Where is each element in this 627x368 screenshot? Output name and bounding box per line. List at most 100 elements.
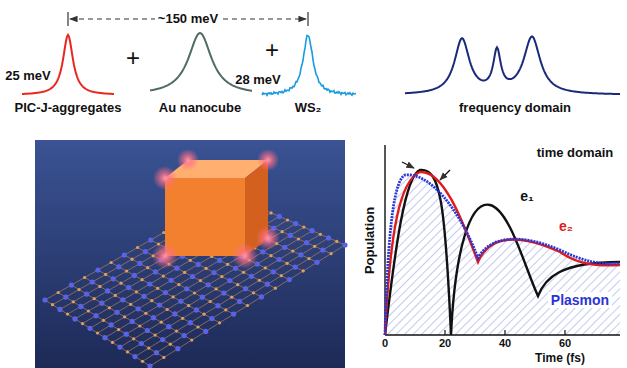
chalcogen-atom (242, 271, 245, 274)
chalcogen-atom (269, 254, 272, 257)
metal-atom (203, 329, 208, 334)
chalcogen-atom (138, 324, 141, 327)
metal-atom (148, 237, 153, 242)
panel-label: time domain (537, 146, 614, 161)
j-aggregate-peak (22, 35, 114, 94)
metal-atom (259, 294, 264, 299)
metal-atom (124, 332, 129, 337)
metal-atom (276, 257, 281, 262)
metal-atom (227, 278, 232, 283)
metal-atom (114, 310, 119, 315)
metal-atom (293, 221, 298, 226)
tick-label: 60 (559, 337, 571, 350)
chalcogen-atom (190, 339, 193, 342)
chalcogen-atom (83, 276, 86, 279)
metal-atom (288, 233, 293, 238)
metal-atom (154, 350, 159, 355)
metal-atom (175, 346, 180, 351)
panel-label: frequency domain (459, 101, 571, 116)
metal-atom (122, 252, 127, 257)
metal-atom (315, 260, 320, 265)
metal-atom (63, 295, 68, 300)
chalcogen-atom (160, 321, 163, 324)
curve-label: e₂ (556, 218, 576, 234)
chalcogen-atom (199, 279, 202, 282)
metal-atom (151, 315, 156, 320)
chalcogen-atom (57, 291, 60, 294)
metal-atom (326, 235, 331, 240)
chalcogen-atom (220, 275, 223, 278)
metal-atom (84, 292, 89, 297)
linewidth-label: 28 meV (235, 73, 281, 88)
chalcogen-atom (226, 263, 229, 266)
metal-atom (200, 295, 205, 300)
chalcogen-atom (87, 309, 90, 312)
lattice-bond (124, 255, 233, 314)
metal-atom (293, 265, 298, 270)
chalcogen-atom (270, 211, 273, 214)
metal-atom (145, 328, 150, 333)
metal-atom (217, 258, 222, 263)
metal-atom (157, 303, 162, 308)
metal-atom (184, 286, 189, 291)
metal-atom (139, 341, 144, 346)
tick-label: 20 (439, 337, 451, 350)
curve-label: e₁ (520, 188, 534, 204)
metal-atom (132, 354, 137, 359)
chalcogen-atom (125, 270, 128, 273)
metal-atom (137, 261, 142, 266)
component-label: WS₂ (295, 101, 322, 116)
metal-atom (172, 311, 177, 316)
chalcogen-atom (175, 330, 178, 333)
tick-label: 0 (382, 337, 388, 350)
metal-atom (153, 269, 158, 274)
metal-atom (130, 319, 135, 324)
chalcogen-atom (307, 257, 310, 260)
chalcogen-atom (129, 303, 132, 306)
component-label: PIC-J-aggregates (15, 101, 122, 116)
chalcogen-atom (246, 304, 249, 307)
chalcogen-atom (291, 250, 294, 253)
metal-atom (215, 303, 220, 308)
energy-gap-label: ~150 meV (155, 12, 221, 27)
chalcogen-atom (162, 275, 165, 278)
metal-atom (93, 313, 98, 318)
metal-atom (342, 242, 347, 247)
chalcogen-atom (66, 313, 69, 316)
metal-atom (188, 320, 193, 325)
chalcogen-atom (156, 287, 159, 290)
metal-atom (42, 297, 47, 302)
metal-atom (78, 304, 83, 309)
metal-atom (90, 279, 95, 284)
chalcogen-atom (146, 266, 149, 269)
chalcogen-atom (154, 334, 157, 337)
chalcogen-atom (218, 321, 221, 324)
chalcogen-atom (335, 240, 338, 243)
chalcogen-atom (147, 347, 150, 350)
curve-label: Plasmon (548, 292, 612, 308)
chalcogen-atom (136, 246, 139, 249)
chalcogen-atom (93, 297, 96, 300)
coupled-spectrum (405, 36, 620, 94)
chalcogen-atom (319, 233, 322, 236)
lattice-bond (45, 300, 150, 366)
axis-title: Population (364, 206, 379, 273)
metal-atom (147, 281, 152, 286)
metal-atom (105, 288, 110, 293)
chalcogen-atom (72, 300, 75, 303)
metal-atom (136, 306, 141, 311)
chalcogen-atom (111, 341, 114, 344)
metal-atom (160, 337, 165, 342)
chalcogen-atom (183, 271, 186, 274)
chalcogen-atom (162, 356, 165, 359)
chalcogen-atom (215, 287, 218, 290)
lattice-bond (85, 278, 192, 341)
chalcogen-atom (224, 308, 227, 311)
metal-atom (277, 214, 282, 219)
chalcogen-atom (264, 266, 267, 269)
metal-atom (163, 290, 168, 295)
metal-atom (211, 270, 216, 275)
chalcogen-atom (302, 226, 305, 229)
metal-atom (287, 277, 292, 282)
